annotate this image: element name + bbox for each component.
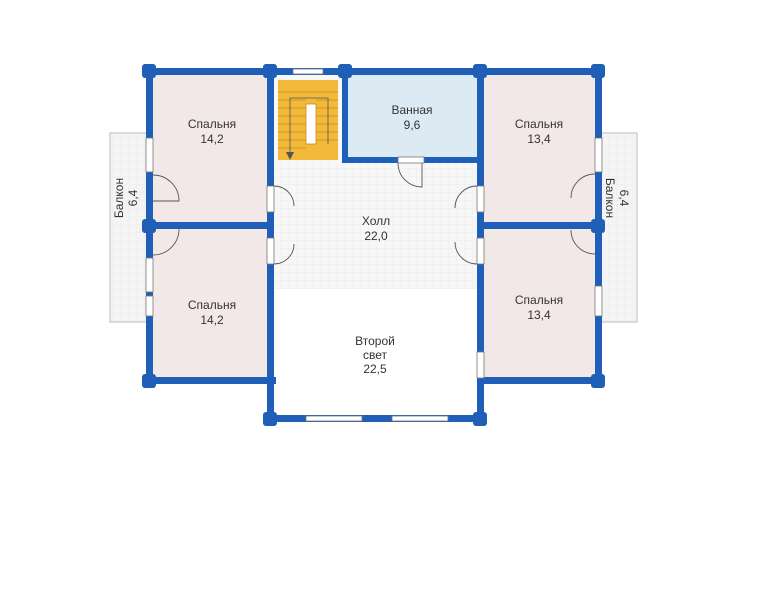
room-second-light-line1: Второй — [355, 334, 395, 348]
balcony-left-area: 6,4 — [126, 189, 140, 206]
room-bath-grid — [346, 73, 481, 160]
room-second-light-line2: свет — [363, 348, 388, 362]
room-bedroom-br-area: 13,4 — [527, 308, 551, 322]
balcony-right-name: Балкон — [603, 178, 617, 218]
balcony-right-area: 6,4 — [617, 190, 631, 207]
room-bedroom-tr-name: Спальня — [515, 117, 563, 131]
room-hall-name: Холл — [362, 214, 390, 228]
balcony-left-name: Балкон — [112, 178, 126, 218]
room-bedroom-bl-name: Спальня — [188, 298, 236, 312]
room-second-light-area: 22,5 — [363, 362, 387, 376]
room-bedroom-tl — [152, 73, 270, 226]
room-bedroom-br-name: Спальня — [515, 293, 563, 307]
room-bedroom-tl-area: 14,2 — [200, 132, 224, 146]
room-bedroom-br — [483, 228, 596, 380]
room-bath-area: 9,6 — [404, 118, 421, 132]
door-swing-icon — [152, 162, 596, 265]
room-bedroom-tl-name: Спальня — [188, 117, 236, 131]
room-bedroom-bl-area: 14,2 — [200, 313, 224, 327]
room-hall-area: 22,0 — [364, 229, 388, 243]
room-bedroom-tr — [483, 73, 596, 226]
room-bath-name: Ванная — [391, 103, 432, 117]
staircase-icon — [278, 80, 338, 160]
room-bedroom-tr-area: 13,4 — [527, 132, 551, 146]
room-bedroom-bl — [152, 228, 270, 380]
room-second-light — [272, 290, 481, 420]
room-hall-grid — [272, 162, 481, 289]
window-icon — [145, 68, 603, 422]
